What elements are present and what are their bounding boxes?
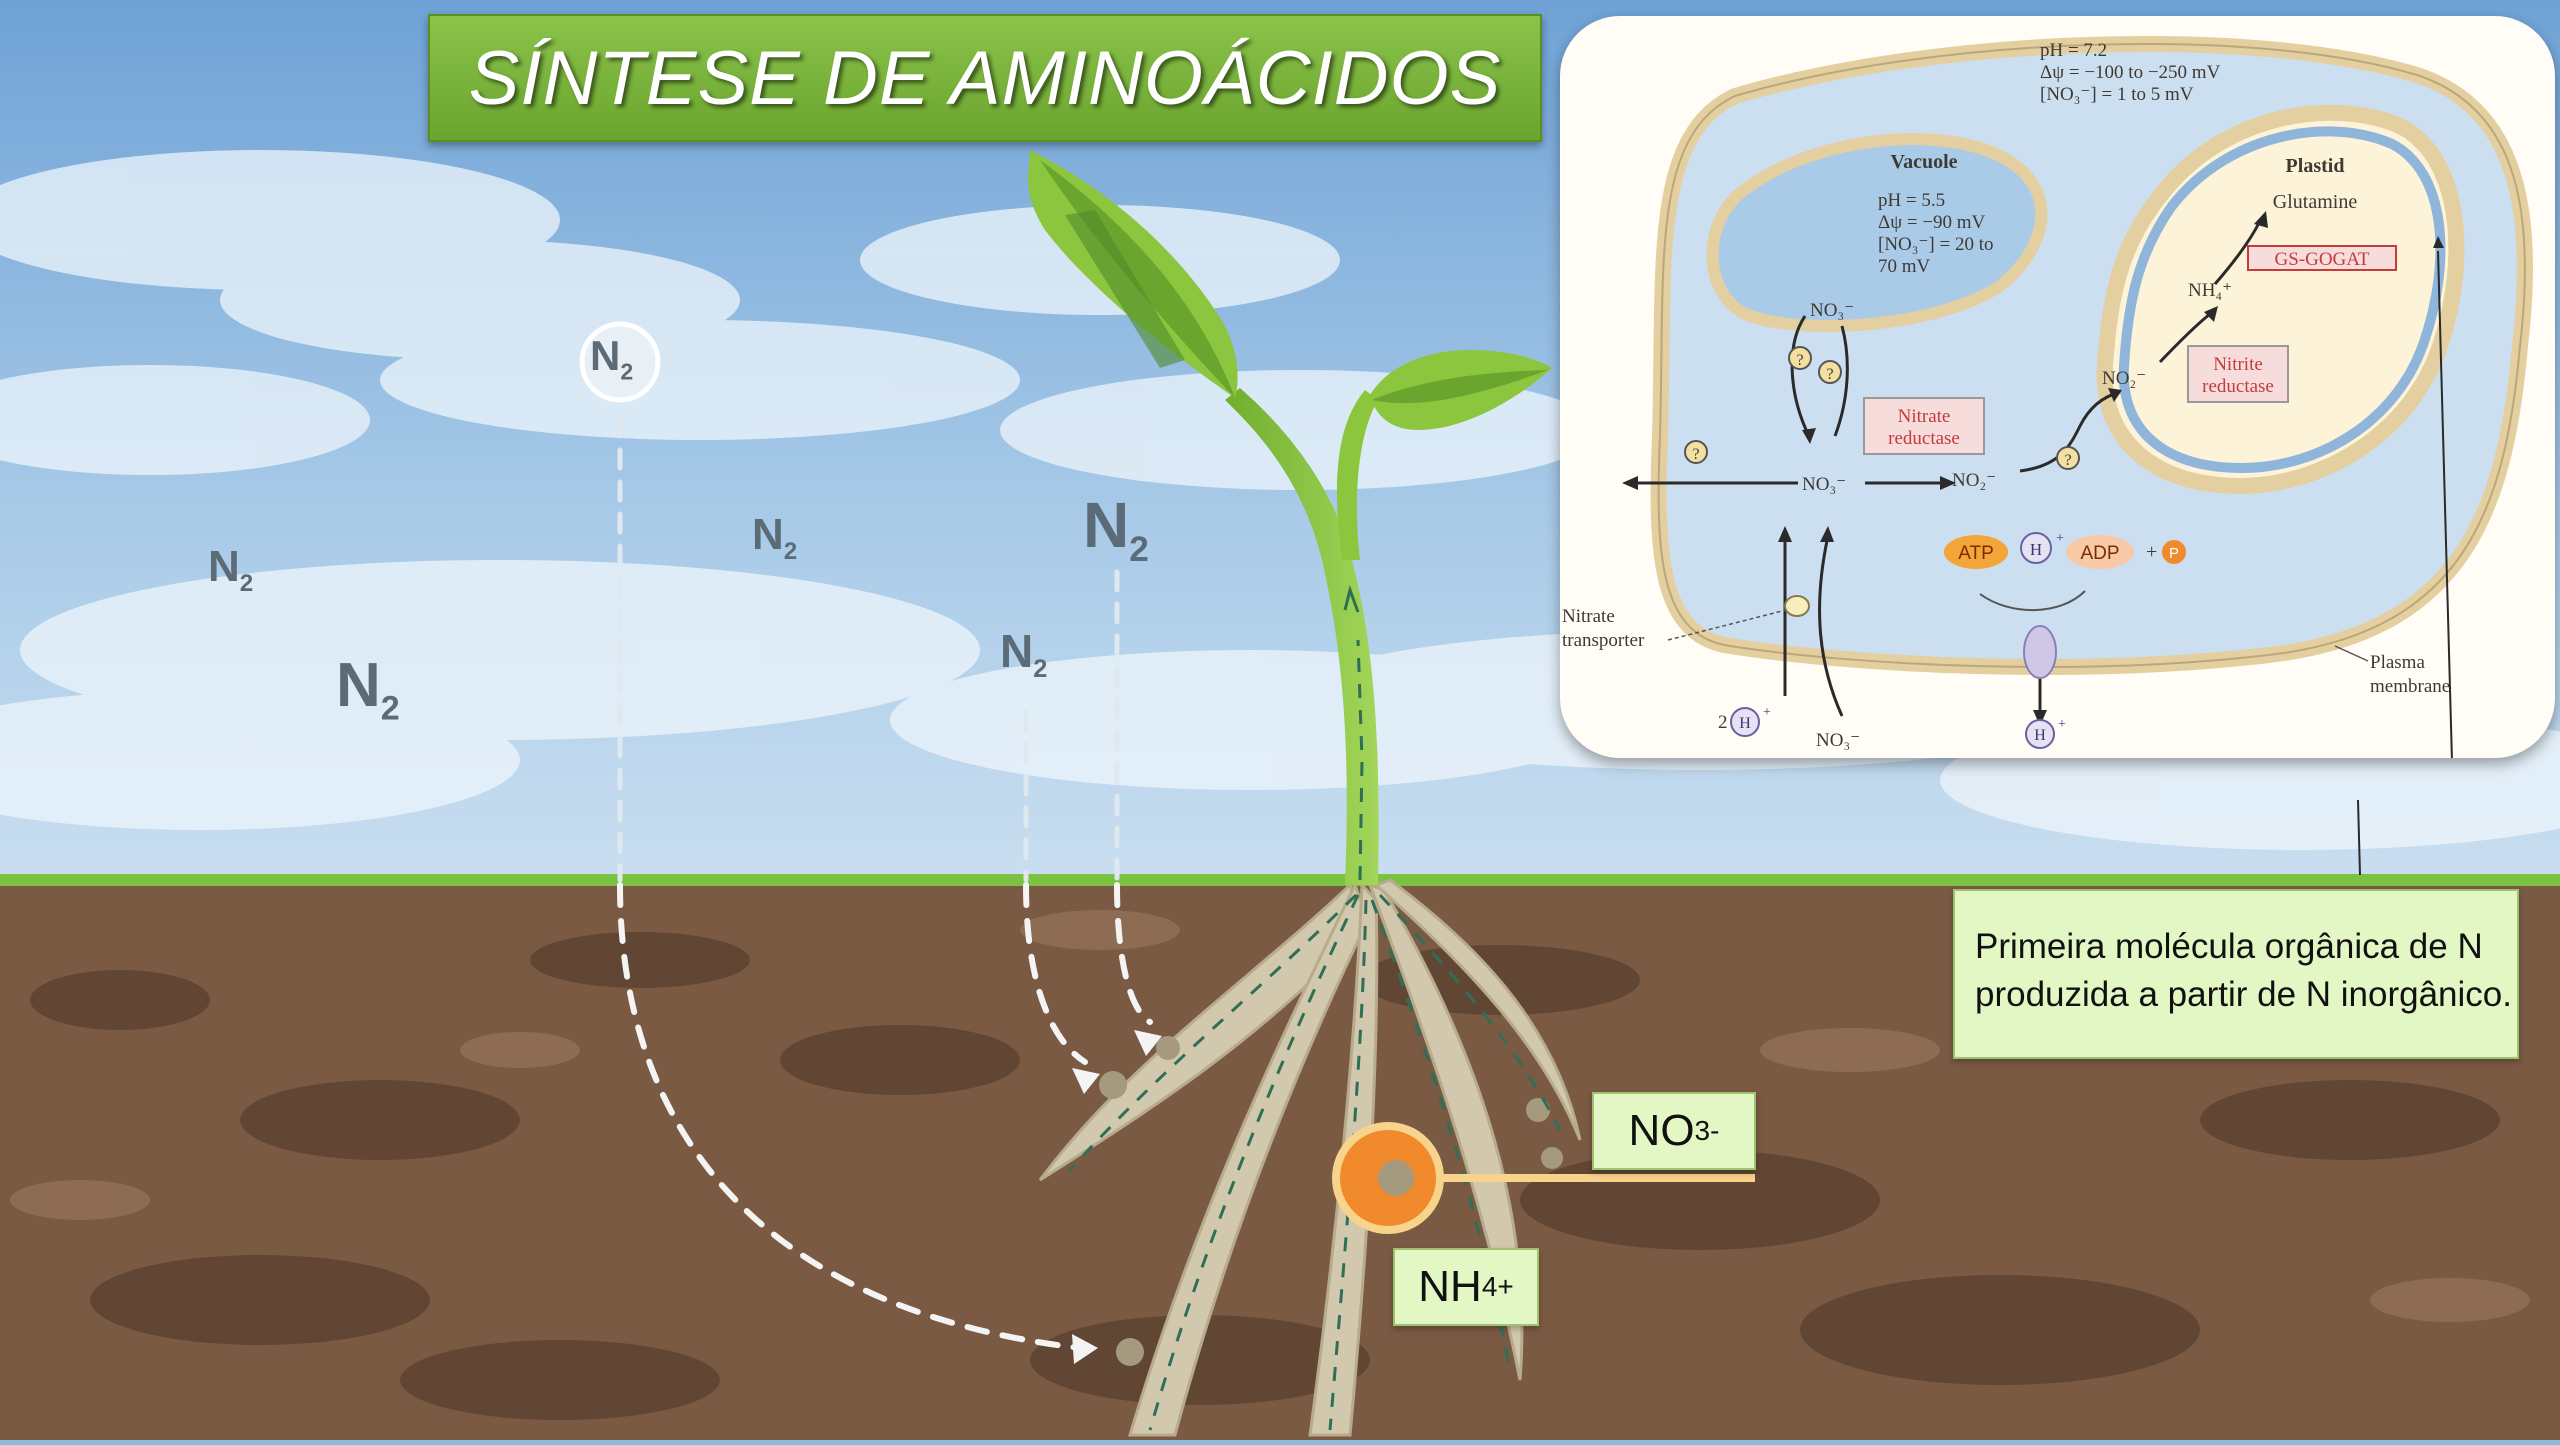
no3-vacuole-label: NO₃⁻ [1810,300,1854,321]
grass-line [0,874,2560,886]
svg-text:+: + [1763,705,1771,720]
nitrate-reductase-label: Nitrate [1898,406,1951,427]
nitrate-transporter-label: Nitrate transporter [1562,606,1645,651]
svg-text:Nitrate: Nitrate [1562,606,1615,627]
proton-icon [1730,707,1760,737]
svg-text:Δψ = −100 to −250 mV: Δψ = −100 to −250 mV [2040,62,2221,83]
svg-text:?: ? [1826,366,1833,383]
svg-text:70 mV: 70 mV [1878,256,1931,277]
title-banner: SÍNTESE DE AMINOÁCIDOS [428,14,1542,142]
cytosol-conditions: pH = 7.2 Δψ = −100 to −250 mV [NO₃⁻] = 1… [2040,40,2221,105]
nitrate-assimilation-diagram: pH = 7.2 Δψ = −100 to −250 mV [NO₃⁻] = 1… [1560,16,2555,758]
vacuole-title: Vacuole [1890,151,1957,173]
note-line: produzida a partir de N inorgânico. [1975,975,2512,1014]
n2-label: N2 [752,510,798,565]
phosphate-icon [2162,540,2186,564]
n2-circle-marker [579,321,661,403]
svg-text:membrane: membrane [2370,676,2450,697]
n2-circle-label: N2 [590,332,634,385]
svg-text:[NO₃⁻] = 1 to 5 mV: [NO₃⁻] = 1 to 5 mV [2040,84,2194,105]
vacuole-conditions: pH = 5.5 Δψ = −90 mV [NO₃⁻] = 20 to 70 m… [1878,190,1994,277]
n2-label: N2 [208,542,254,597]
stem [1225,388,1379,885]
soil-texture [30,932,2500,1420]
svg-text:pH = 7.2: pH = 7.2 [2040,40,2107,61]
svg-text:?: ? [2064,452,2071,469]
svg-text:?: ? [1692,446,1699,463]
no2-plastid-label: NO₂⁻ [2102,368,2146,389]
svg-text:Plasma: Plasma [2370,652,2425,673]
svg-text:[NO₃⁻] = 20 to: [NO₃⁻] = 20 to [1878,234,1994,255]
svg-text:+: + [2058,717,2066,732]
n2-paths-soil [617,882,1153,1351]
svg-text:H: H [1739,715,1751,732]
plasma-membrane-label: Plasma membrane [2370,652,2450,697]
no2-center-label: NO₂⁻ [1952,470,1996,491]
svg-text:?: ? [1796,352,1803,369]
proton-icon [2025,719,2055,749]
flow-arrows [1630,220,2262,717]
proton-pump [2023,625,2057,679]
n2-label: N2 [1083,489,1149,569]
svg-text:2: 2 [1718,712,1728,733]
glutamine-pointer [2437,250,2453,758]
adp-badge [2066,535,2134,569]
root-transport-lines [1068,893,1562,1431]
svg-text:H: H [2030,540,2042,559]
nh4-label: NH₄⁺ [2188,280,2232,301]
nitrite-reductase-label: Nitrite [2213,354,2263,375]
svg-text:+: + [2146,541,2157,563]
svg-text:P: P [2169,545,2179,562]
svg-text:H: H [2034,727,2046,744]
svg-text:reductase: reductase [2202,376,2274,397]
svg-text:transporter: transporter [1562,630,1645,651]
nitrate-transporter-icon [1784,595,1810,617]
svg-text:+: + [2056,531,2064,546]
svg-text:ATP: ATP [1958,543,1994,564]
proton-icon [2020,532,2052,564]
plastid-title: Plastid [2286,155,2345,177]
svg-text:reductase: reductase [1888,428,1960,449]
gs-gogat-label: GS-GOGAT [2275,249,2370,270]
n2-paths-sky [617,415,1120,883]
svg-text:Δψ = −90 mV: Δψ = −90 mV [1878,212,1986,233]
glutamine-note: Primeira molécula orgânica de N produzid… [1953,889,2519,1059]
n2-label: N2 [1000,625,1048,684]
note-line: Primeira molécula orgânica de N [1975,927,2483,966]
atp-badge [1944,535,2008,569]
vacuole [1706,133,2048,332]
no3-center-label: NO₃⁻ [1802,474,1846,495]
glutamine-label: Glutamine [2273,191,2358,213]
no3-outside-label: NO₃⁻ [1816,730,1860,751]
n2-label: N2 [336,651,400,728]
question-marks: ? ? ? ? [1684,346,2080,470]
page-title: SÍNTESE DE AMINOÁCIDOS [468,35,1502,121]
svg-text:pH = 5.5: pH = 5.5 [1878,190,1945,211]
root-nodules [1099,1036,1563,1366]
svg-text:ADP: ADP [2080,543,2119,564]
